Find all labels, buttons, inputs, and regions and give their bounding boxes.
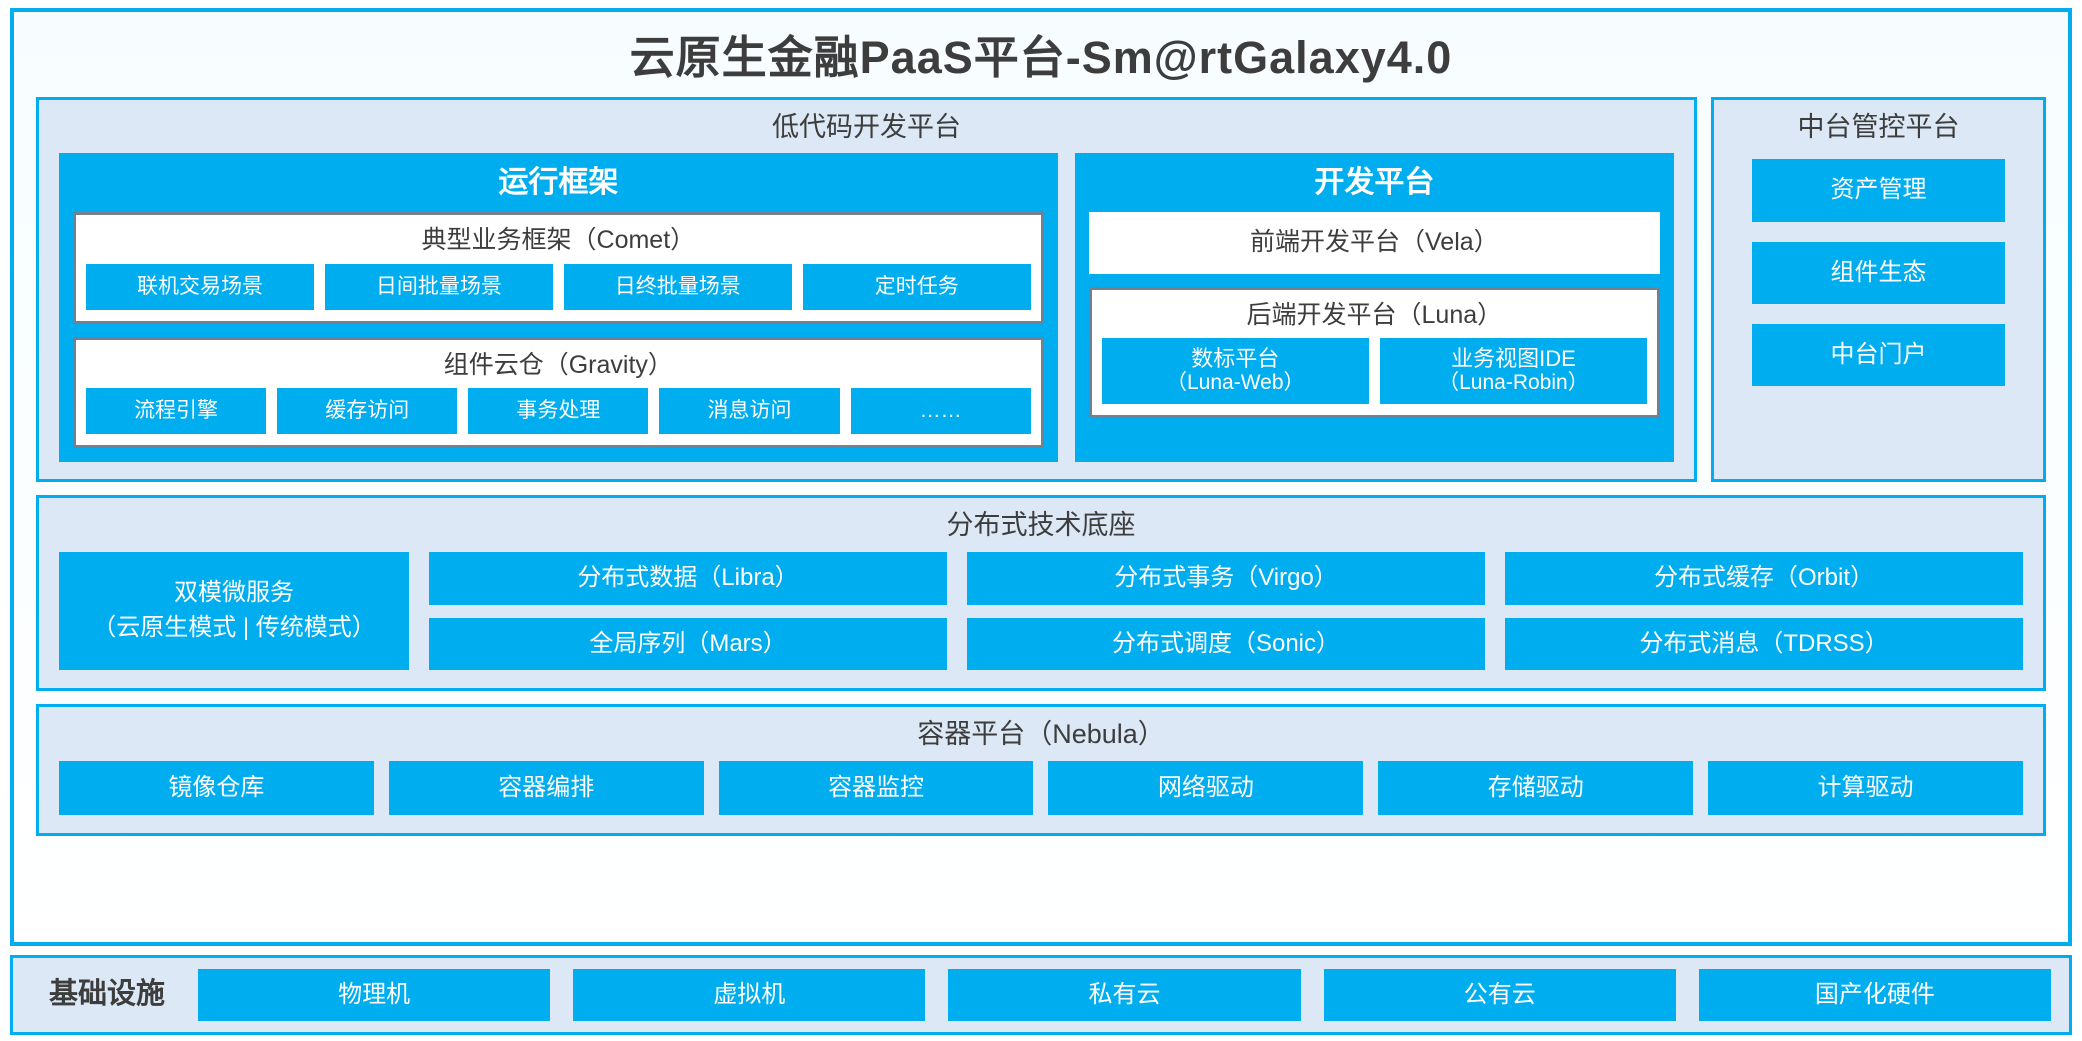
tech-base-column-2: 分布式事务（Virgo） 分布式调度（Sonic） [967,552,1485,670]
infra-item-virtual-machine[interactable]: 虚拟机 [573,968,926,1022]
gravity-title: 组件云仓（Gravity） [443,350,673,379]
container-item-compute-driver[interactable]: 计算驱动 [1708,760,2023,816]
midoffice-item-portal[interactable]: 中台门户 [1752,323,2005,387]
tech-chip-tdrss[interactable]: 分布式消息（TDRSS） [1505,617,2023,670]
tech-chip-libra[interactable]: 分布式数据（Libra） [429,552,947,605]
infra-item-private-cloud[interactable]: 私有云 [948,968,1301,1022]
page-title: 云原生金融PaaS平台-Sm@rtGalaxy4.0 [629,32,1453,83]
distributed-tech-base-title: 分布式技术底座 [946,510,1136,541]
distributed-tech-base-body: 双模微服务 （云原生模式 | 传统模式） 分布式数据（Libra） 全局序列（M… [39,552,2043,688]
backend-dev-platform-card: 后端开发平台（Luna） 数标平台 （Luna-Web） 业务视图IDE （Lu… [1088,286,1660,418]
infrastructure-panel: 基础设施 物理机 虚拟机 私有云 公有云 国产化硬件 [10,955,2072,1035]
comet-card: 典型业务框架（Comet） 联机交易场景 日间批量场景 日终批量场景 定时任务 [73,212,1044,324]
dual-mode-microservice-line2: （云原生模式 | 传统模式） [92,614,376,642]
dual-mode-microservice-chip[interactable]: 双模微服务 （云原生模式 | 传统模式） [59,552,409,670]
container-item-monitoring[interactable]: 容器监控 [718,760,1034,816]
gravity-chip-row: 流程引擎 缓存访问 事务处理 消息访问 …… [86,388,1031,435]
runtime-framework-box: 运行框架 典型业务框架（Comet） 联机交易场景 日间批量场景 日终批量场景 … [59,153,1058,463]
container-item-orchestration[interactable]: 容器编排 [388,760,704,816]
comet-chip-row: 联机交易场景 日间批量场景 日终批量场景 定时任务 [86,263,1031,310]
gravity-item-transaction-processing[interactable]: 事务处理 [468,388,649,435]
luna-robin-sub: （Luna-Robin） [1438,371,1589,395]
luna-web-sub: （Luna-Web） [1166,371,1305,395]
dev-platform-box: 开发平台 前端开发平台（Vela） 后端开发平台（Luna） 数标平台 （Lun… [1074,153,1674,463]
dev-platform-title: 开发平台 [1314,166,1435,200]
comet-title: 典型业务框架（Comet） [421,226,696,255]
tech-chip-mars[interactable]: 全局序列（Mars） [429,617,947,670]
backend-item-luna-robin[interactable]: 业务视图IDE （Luna-Robin） [1379,338,1648,404]
container-platform-title: 容器平台（Nebula） [917,718,1165,749]
gravity-card: 组件云仓（Gravity） 流程引擎 缓存访问 事务处理 消息访问 …… [73,336,1044,449]
infrastructure-label: 基础设施 [49,978,166,1011]
tech-chip-sonic[interactable]: 分布式调度（Sonic） [967,617,1485,670]
comet-item-eod-batch[interactable]: 日终批量场景 [563,263,792,310]
backend-dev-platform-title: 后端开发平台（Luna） [1246,300,1503,329]
lowcode-platform-panel: 低代码开发平台 运行框架 典型业务框架（Comet） 联机交易场景 日间批量场景… [36,96,1697,483]
backend-chip-row: 数标平台 （Luna-Web） 业务视图IDE （Luna-Robin） [1101,338,1648,404]
container-item-storage-driver[interactable]: 存储驱动 [1378,760,1694,816]
comet-item-intraday-batch[interactable]: 日间批量场景 [324,263,553,310]
distributed-tech-base-panel: 分布式技术底座 双模微服务 （云原生模式 | 传统模式） 分布式数据（Libra… [36,495,2046,691]
container-item-image-registry[interactable]: 镜像仓库 [59,760,374,816]
comet-item-scheduled-task[interactable]: 定时任务 [802,263,1031,310]
gravity-item-message-access[interactable]: 消息访问 [659,388,840,435]
lowcode-platform-title: 低代码开发平台 [772,111,961,142]
top-row: 低代码开发平台 运行框架 典型业务框架（Comet） 联机交易场景 日间批量场景… [36,96,2046,483]
container-platform-body: 镜像仓库 容器编排 容器监控 网络驱动 存储驱动 计算驱动 [39,760,2043,833]
tech-base-column-3: 分布式缓存（Orbit） 分布式消息（TDRSS） [1505,552,2023,670]
midoffice-item-component-ecosystem[interactable]: 组件生态 [1752,241,2005,304]
midoffice-item-list: 资产管理 组件生态 中台门户 [1714,153,2043,479]
dual-mode-microservice-line1: 双模微服务 [174,579,294,607]
main-architecture-frame: 云原生金融PaaS平台-Sm@rtGalaxy4.0 低代码开发平台 运行框架 … [10,8,2072,946]
gravity-item-process-engine[interactable]: 流程引擎 [86,388,267,435]
infra-item-public-cloud[interactable]: 公有云 [1323,968,1676,1022]
midoffice-item-asset-management[interactable]: 资产管理 [1752,159,2005,222]
lowcode-platform-body: 运行框架 典型业务框架（Comet） 联机交易场景 日间批量场景 日终批量场景 … [39,153,1694,479]
comet-item-online-transaction[interactable]: 联机交易场景 [86,263,314,310]
midoffice-control-panel: 中台管控平台 资产管理 组件生态 中台门户 [1711,96,2046,483]
luna-web-name: 数标平台 [1191,346,1280,372]
luna-robin-name: 业务视图IDE [1451,346,1576,372]
runtime-framework-title: 运行框架 [498,166,619,200]
tech-base-column-1: 分布式数据（Libra） 全局序列（Mars） [429,552,947,670]
frontend-dev-platform-card[interactable]: 前端开发平台（Vela） [1088,212,1660,274]
container-item-network-driver[interactable]: 网络驱动 [1048,760,1364,816]
tech-chip-orbit[interactable]: 分布式缓存（Orbit） [1505,552,2023,605]
infra-item-domestic-hardware[interactable]: 国产化硬件 [1698,968,2052,1022]
backend-item-luna-web[interactable]: 数标平台 （Luna-Web） [1101,338,1369,404]
gravity-item-more[interactable]: …… [850,388,1031,435]
midoffice-control-title: 中台管控平台 [1797,111,1960,142]
infra-item-physical-machine[interactable]: 物理机 [198,968,551,1022]
tech-chip-virgo[interactable]: 分布式事务（Virgo） [967,552,1485,605]
container-platform-panel: 容器平台（Nebula） 镜像仓库 容器编排 容器监控 网络驱动 存储驱动 计算… [36,703,2046,837]
gravity-item-cache-access[interactable]: 缓存访问 [277,388,458,435]
